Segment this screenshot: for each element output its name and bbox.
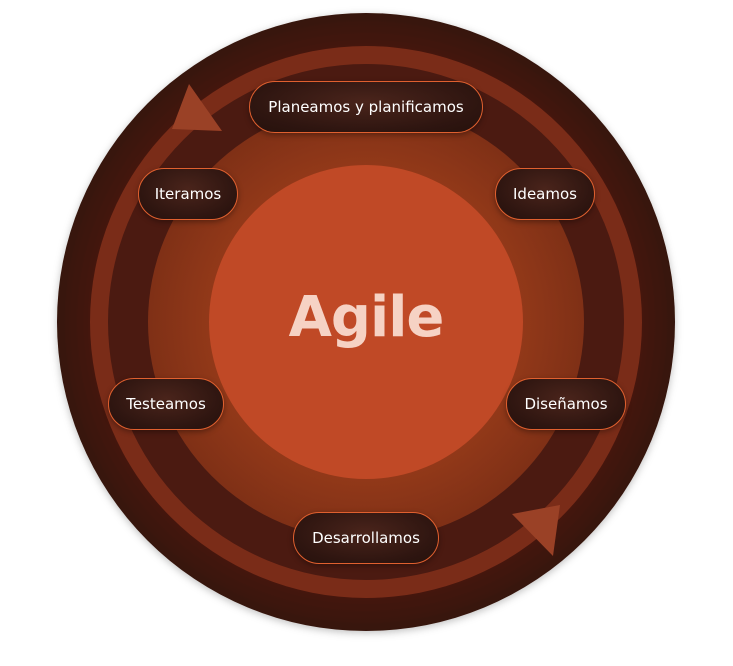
step-develop: Desarrollamos bbox=[293, 512, 439, 564]
center-title: Agile bbox=[288, 284, 445, 350]
bottom-arrow-icon bbox=[512, 505, 560, 556]
top-arrow-icon bbox=[172, 84, 222, 131]
step-test: Testeamos bbox=[108, 378, 224, 430]
step-plan: Planeamos y planificamos bbox=[249, 81, 483, 133]
core-circle bbox=[209, 165, 523, 479]
step-iterate: Iteramos bbox=[138, 168, 238, 220]
step-design: Diseñamos bbox=[506, 378, 626, 430]
step-ideate: Ideamos bbox=[495, 168, 595, 220]
